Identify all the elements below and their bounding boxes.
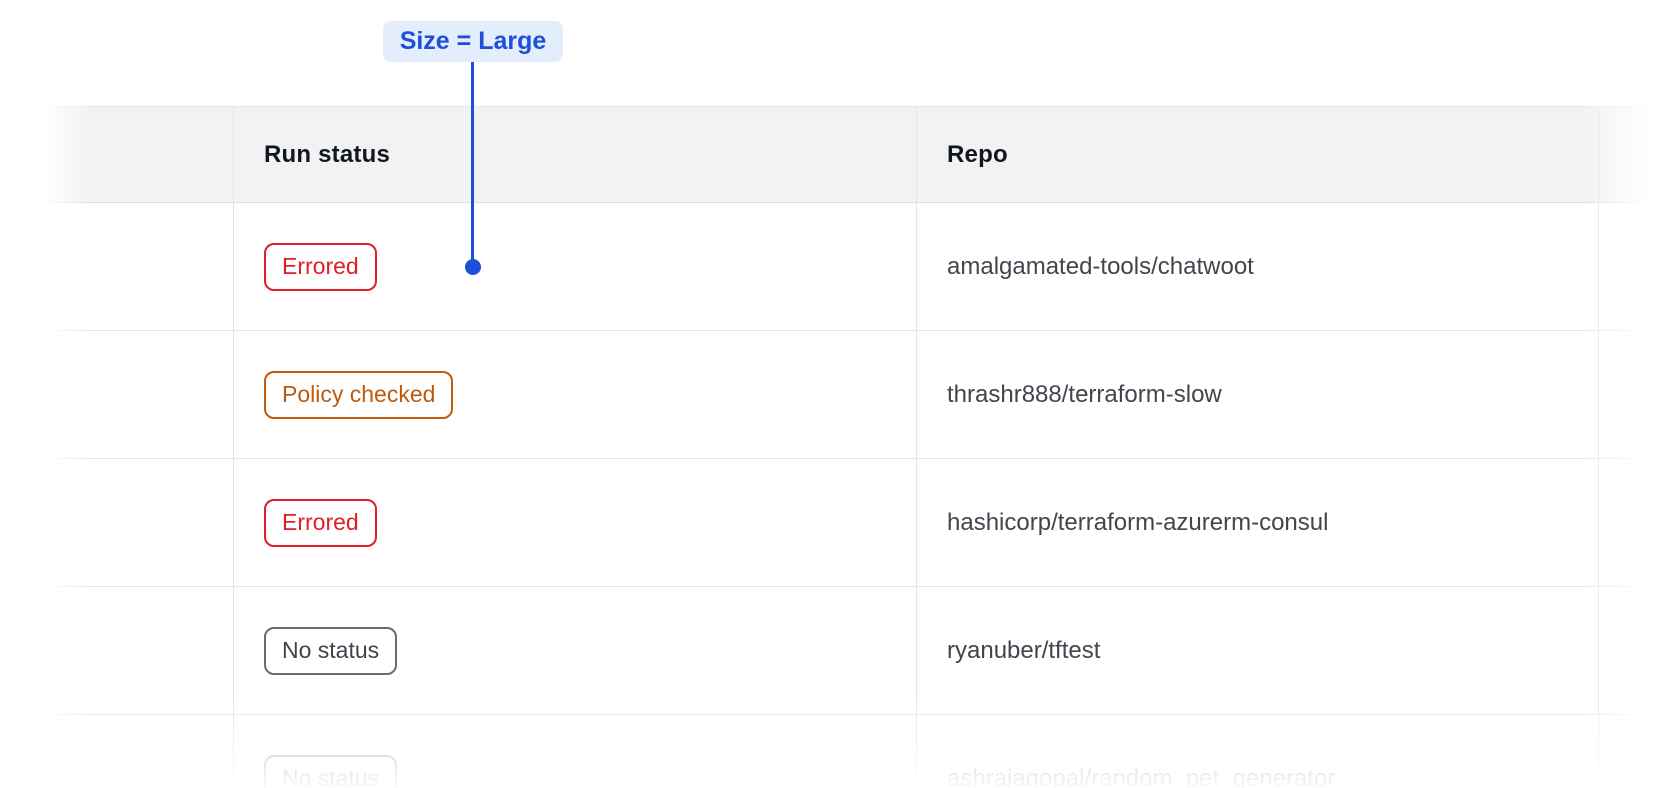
table-row[interactable]: Errored amalgamated-tools/chatwoot (44, 203, 1672, 331)
header-cell-empty (44, 107, 233, 202)
row-cell-repo: thrashr888/terraform-slow (916, 331, 1598, 458)
repo-name: amalgamated-tools/chatwoot (947, 252, 1254, 280)
run-status-badge: Errored (264, 242, 377, 291)
row-cell-repo: ryanuber/tftest (916, 587, 1598, 714)
table-row[interactable]: Errored hashicorp/terraform-azurerm-cons… (44, 459, 1672, 587)
row-cell-run-status: Policy checked (233, 331, 916, 458)
row-cell-trailing (1598, 715, 1672, 788)
table-row[interactable]: No status ryanuber/tftest (44, 587, 1672, 715)
repo-name: hashicorp/terraform-azurerm-consul (947, 508, 1329, 536)
table-row[interactable]: Policy checked thrashr888/terraform-slow (44, 331, 1672, 459)
run-status-badge: Errored (264, 498, 377, 547)
repo-name: thrashr888/terraform-slow (947, 380, 1222, 408)
repo-column-label: Repo (947, 140, 1008, 168)
row-cell-run-status: Errored (233, 459, 916, 586)
row-cell-trailing (1598, 331, 1672, 458)
header-cell-repo: Repo (916, 107, 1598, 202)
row-cell-empty (44, 203, 233, 330)
annotation-pointer-dot (465, 259, 481, 275)
row-cell-empty (44, 459, 233, 586)
repo-name: ryanuber/tftest (947, 636, 1101, 664)
table-row[interactable]: No status ashrajagopal/random_pet_genera… (44, 715, 1672, 788)
table-body: Errored amalgamated-tools/chatwoot Polic… (44, 203, 1672, 788)
header-cell-trailing (1598, 107, 1672, 202)
row-cell-run-status: No status (233, 715, 916, 788)
row-cell-trailing (1598, 459, 1672, 586)
annotation-label-pill: Size = Large (383, 21, 563, 62)
row-cell-trailing (1598, 203, 1672, 330)
row-cell-empty (44, 331, 233, 458)
annotation-pointer-line (471, 62, 474, 267)
run-status-badge: Policy checked (264, 370, 454, 419)
run-status-column-label: Run status (264, 140, 391, 168)
header-cell-run-status: Run status (233, 107, 916, 202)
runs-table: Run status Repo Errored amalgamated-tool… (44, 106, 1672, 788)
row-cell-repo: hashicorp/terraform-azurerm-consul (916, 459, 1598, 586)
table-header-row: Run status Repo (44, 107, 1672, 203)
row-cell-repo: amalgamated-tools/chatwoot (916, 203, 1598, 330)
row-cell-repo: ashrajagopal/random_pet_generator (916, 715, 1598, 788)
row-cell-run-status: Errored (233, 203, 916, 330)
row-cell-empty (44, 587, 233, 714)
row-cell-trailing (1598, 587, 1672, 714)
row-cell-run-status: No status (233, 587, 916, 714)
run-status-badge: No status (264, 626, 398, 675)
run-status-badge: No status (264, 754, 398, 788)
row-cell-empty (44, 715, 233, 788)
repo-name: ashrajagopal/random_pet_generator (947, 764, 1336, 788)
